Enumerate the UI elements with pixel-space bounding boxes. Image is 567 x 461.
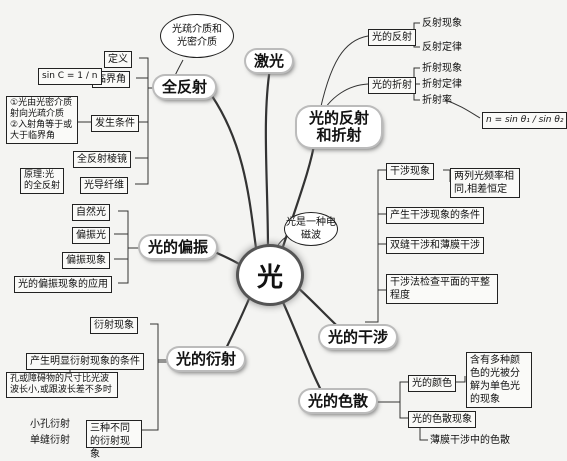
media-cloud: 光疏介质和光密介质 — [160, 14, 234, 58]
ds-thin-film: 薄膜干涉中的色散 — [430, 435, 510, 446]
tr-fiber-principle: 原理:光的全反射 — [20, 168, 64, 194]
branch-polarization: 光的偏振 — [140, 236, 217, 258]
if-double-slit: 双缝干涉和薄膜干涉 — [386, 237, 484, 254]
if-coherent: 两列光频率相同,相差恒定 — [450, 168, 520, 198]
df-pinhole: 小孔衍射 — [30, 419, 70, 430]
tr-prism: 全反射棱镜 — [73, 151, 131, 168]
if-conditions: 产生干涉现象的条件 — [386, 207, 484, 224]
branch-interference: 光的干涉 — [320, 326, 397, 348]
branch-laser: 激光 — [246, 50, 293, 72]
df-single-slit: 单缝衍射 — [30, 435, 70, 446]
po-application: 光的偏振现象的应用 — [14, 276, 112, 293]
rr-reflection-phenomenon: 反射现象 — [422, 18, 462, 29]
df-three-types: 三种不同的衍射现象 — [86, 420, 142, 460]
branch-total-reflection: 全反射 — [154, 76, 216, 98]
light-mind-map: 光 光是一种电磁波 激光 全反射 光的反射和折射 光的偏振 光的衍射 光的干涉 … — [6, 14, 567, 460]
ds-color: 光的颜色 — [408, 375, 456, 392]
tr-definition: 定义 — [104, 51, 132, 68]
po-polarized: 偏振光 — [72, 227, 110, 244]
rr-refraction-phenomenon: 折射现象 — [422, 63, 462, 74]
df-conditions: 产生明显衍射现象的条件 — [26, 353, 144, 370]
rr-reflection: 光的反射 — [368, 29, 416, 46]
em-wave-bubble: 光是一种电磁波 — [284, 212, 338, 246]
tr-conditions-detail: ①光由光密介质射向光疏介质 ②入射角等于或大于临界角 — [6, 96, 78, 144]
if-flatness: 干涉法检查平面的平整程度 — [386, 274, 498, 304]
tr-critical-formula: sin C = 1 / n — [38, 68, 102, 85]
branch-diffraction: 光的衍射 — [168, 348, 245, 370]
tr-fiber: 光导纤维 — [80, 177, 128, 194]
df-phenomenon: 衍射现象 — [90, 317, 138, 334]
ds-phenomenon: 光的色散现象 — [408, 411, 476, 428]
po-natural: 自然光 — [72, 204, 110, 221]
branch-reflection-refraction: 光的反射和折射 — [297, 107, 381, 147]
if-phenomenon: 干涉现象 — [386, 163, 434, 180]
rr-refractive-index: 折射率 — [422, 95, 452, 106]
branch-dispersion: 光的色散 — [300, 390, 377, 412]
df-conditions-detail: 孔或障碍物的尺寸比光波波长小,或跟波长差不多时 — [6, 372, 118, 398]
central-node-light: 光 — [239, 247, 301, 303]
po-phenomenon: 偏振现象 — [62, 252, 110, 269]
rr-refraction-law: 折射定律 — [422, 79, 462, 90]
rr-n-formula: n = sin θ₁ / sin θ₂ — [482, 112, 567, 129]
rr-reflection-law: 反射定律 — [422, 42, 462, 53]
tr-conditions: 发生条件 — [91, 115, 139, 132]
ds-white-light: 含有多种颜色的光被分解为单色光的现象 — [466, 352, 532, 408]
rr-refraction: 光的折射 — [368, 77, 416, 94]
